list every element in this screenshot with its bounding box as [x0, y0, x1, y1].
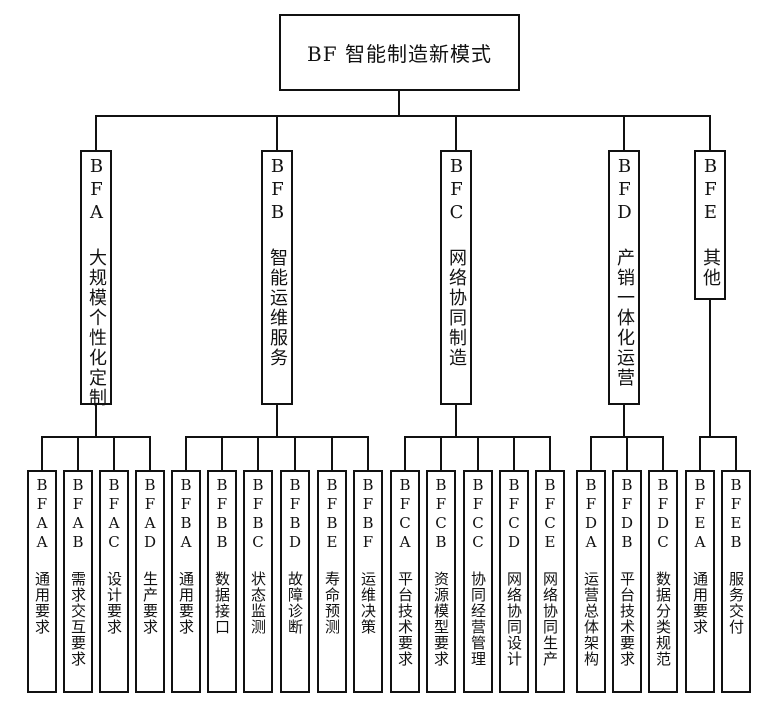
category-stem — [709, 300, 711, 437]
leaf-label: BFBB 数据接口 — [213, 476, 231, 635]
leaf-node-bfbb: BFBB 数据接口 — [207, 470, 237, 693]
leaf-node-bfce: BFCE 网络协同生产 — [535, 470, 565, 693]
category-bus — [95, 115, 711, 117]
root-connector — [398, 91, 400, 116]
leaf-connector — [367, 437, 369, 470]
leaf-label: BFDA 运营总体架构 — [582, 476, 600, 667]
leaf-label: BFCC 协同经营管理 — [469, 476, 487, 667]
leaf-connector — [41, 437, 43, 470]
leaf-label: BFBA 通用要求 — [177, 476, 195, 635]
leaf-label: BFEB 服务交付 — [727, 476, 745, 635]
leaf-label: BFCA 平台技术要求 — [396, 476, 414, 667]
leaf-node-bfcd: BFCD 网络协同设计 — [499, 470, 529, 693]
category-node-bfb: BFB 智能运维服务 — [261, 150, 293, 405]
leaf-label: BFDC 数据分类规范 — [654, 476, 672, 667]
category-stem — [95, 405, 97, 437]
leaf-label: BFCB 资源模型要求 — [432, 476, 450, 667]
leaf-connector — [477, 437, 479, 470]
leaf-connector — [440, 437, 442, 470]
category-node-bfc: BFC 网络协同制造 — [440, 150, 472, 405]
leaf-connector — [549, 437, 551, 470]
leaf-connector — [735, 437, 737, 470]
leaf-node-bfaa: BFAA 通用要求 — [27, 470, 57, 693]
leaf-node-bfcb: BFCB 资源模型要求 — [426, 470, 456, 693]
leaf-connector — [257, 437, 259, 470]
leaf-node-bfab: BFAB 需求交互要求 — [63, 470, 93, 693]
leaf-label: BFAA 通用要求 — [33, 476, 51, 635]
leaf-connector — [113, 437, 115, 470]
leaf-node-bfcc: BFCC 协同经营管理 — [463, 470, 493, 693]
category-label: BFD 产销一体化运营 — [614, 156, 635, 388]
leaf-node-bfda: BFDA 运营总体架构 — [576, 470, 606, 693]
leaf-node-bfea: BFEA 通用要求 — [685, 470, 715, 693]
leaf-node-bfca: BFCA 平台技术要求 — [390, 470, 420, 693]
leaf-connector — [513, 437, 515, 470]
category-node-bfa: BFA 大规模个性化定制 — [80, 150, 112, 408]
leaf-label: BFCE 网络协同生产 — [541, 476, 559, 667]
leaf-node-bfbe: BFBE 寿命预测 — [317, 470, 347, 693]
category-label: BFE 其他 — [700, 156, 721, 288]
category-connector — [276, 116, 278, 150]
leaf-connector — [590, 437, 592, 470]
leaf-label: BFAB 需求交互要求 — [69, 476, 87, 667]
leaf-label: BFBC 状态监测 — [249, 476, 267, 635]
leaf-node-bfba: BFBA 通用要求 — [171, 470, 201, 693]
category-stem — [276, 405, 278, 437]
leaf-label: BFCD 网络协同设计 — [505, 476, 523, 667]
leaf-connector — [626, 437, 628, 470]
leaf-node-bfad: BFAD 生产要求 — [135, 470, 165, 693]
leaf-connector — [404, 437, 406, 470]
category-connector — [455, 116, 457, 150]
leaf-bus — [699, 436, 737, 438]
leaf-connector — [185, 437, 187, 470]
leaf-label: BFBF 运维决策 — [359, 476, 377, 635]
leaf-connector — [662, 437, 664, 470]
leaf-bus — [41, 436, 151, 438]
leaf-label: BFDB 平台技术要求 — [618, 476, 636, 667]
leaf-node-bfdb: BFDB 平台技术要求 — [612, 470, 642, 693]
leaf-connector — [221, 437, 223, 470]
leaf-connector — [331, 437, 333, 470]
leaf-connector — [699, 437, 701, 470]
category-label: BFB 智能运维服务 — [267, 156, 288, 368]
category-node-bfd: BFD 产销一体化运营 — [608, 150, 640, 405]
leaf-label: BFAC 设计要求 — [105, 476, 123, 635]
leaf-node-bfbc: BFBC 状态监测 — [243, 470, 273, 693]
leaf-bus — [185, 436, 369, 438]
leaf-node-bfdc: BFDC 数据分类规范 — [648, 470, 678, 693]
leaf-connector — [77, 437, 79, 470]
leaf-label: BFBE 寿命预测 — [323, 476, 341, 635]
category-connector — [623, 116, 625, 150]
category-connector — [95, 116, 97, 150]
category-label: BFA 大规模个性化定制 — [86, 156, 107, 408]
leaf-node-bfeb: BFEB 服务交付 — [721, 470, 751, 693]
leaf-label: BFAD 生产要求 — [141, 476, 159, 635]
leaf-node-bfbf: BFBF 运维决策 — [353, 470, 383, 693]
leaf-connector — [149, 437, 151, 470]
leaf-node-bfac: BFAC 设计要求 — [99, 470, 129, 693]
category-label: BFC 网络协同制造 — [446, 156, 467, 368]
category-connector — [709, 116, 711, 150]
root-label: BF 智能制造新模式 — [307, 42, 492, 66]
category-node-bfe: BFE 其他 — [694, 150, 726, 300]
leaf-node-bfbd: BFBD 故障诊断 — [280, 470, 310, 693]
root-node: BF 智能制造新模式 — [279, 14, 520, 91]
leaf-label: BFBD 故障诊断 — [286, 476, 304, 635]
leaf-connector — [294, 437, 296, 470]
category-stem — [455, 405, 457, 437]
leaf-label: BFEA 通用要求 — [691, 476, 709, 635]
category-stem — [623, 405, 625, 437]
